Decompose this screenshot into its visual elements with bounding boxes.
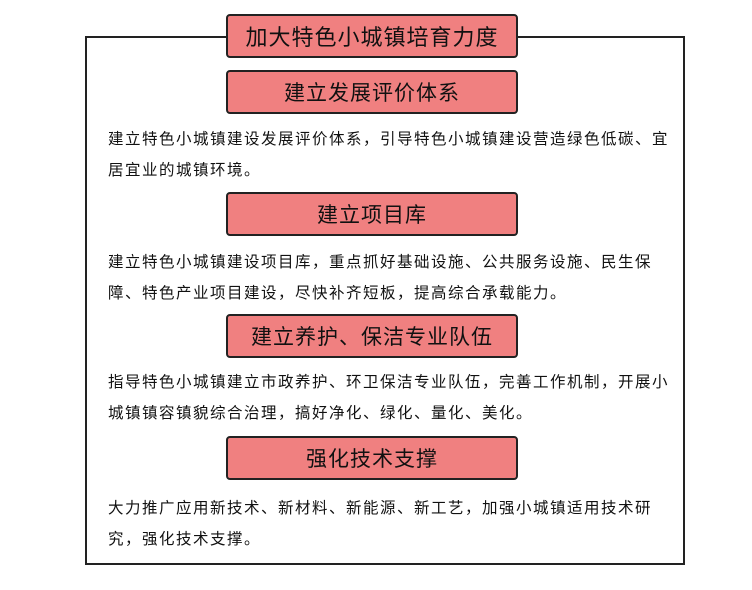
diagram-title: 加大特色小城镇培育力度: [226, 14, 518, 58]
section-heading-technical-support: 强化技术支撑: [226, 436, 518, 480]
section-body-evaluation-system: 建立特色小城镇建设发展评价体系，引导特色小城镇建设营造绿色低碳、宜居宜业的城镇环…: [108, 130, 670, 179]
section-body-project-library: 建立特色小城镇建设项目库，重点抓好基础设施、公共服务设施、民生保障、特色产业项目…: [108, 253, 653, 302]
section-heading-maintenance-team: 建立养护、保洁专业队伍: [226, 314, 518, 358]
section-body-technical-support: 大力推广应用新技术、新材料、新能源、新工艺，加强小城镇适用技术研究，强化技术支撑…: [108, 499, 653, 548]
section-heading-evaluation-system: 建立发展评价体系: [226, 70, 518, 114]
section-heading-project-library: 建立项目库: [226, 192, 518, 236]
section-body-maintenance-team: 指导特色小城镇建立市政养护、环卫保洁专业队伍，完善工作机制，开展小城镇镇容镇貌综…: [108, 373, 670, 422]
